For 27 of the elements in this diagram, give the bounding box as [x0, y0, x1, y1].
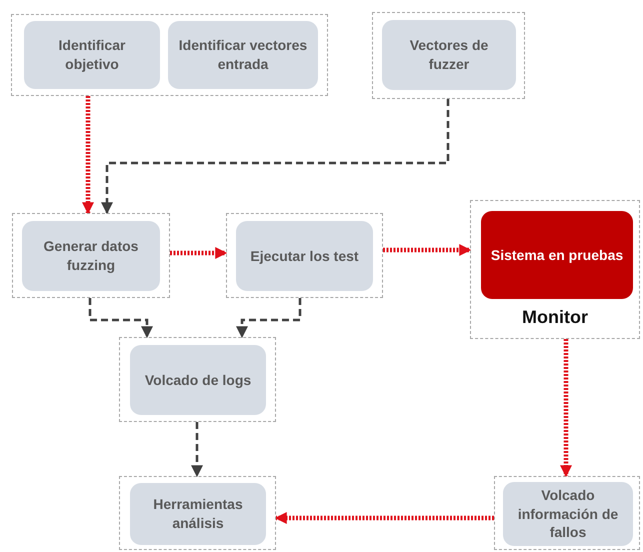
group-frame [119, 476, 276, 550]
process-box: Volcado de logs [130, 345, 266, 415]
process-box: Identificar objetivo [24, 21, 160, 89]
group-frame [226, 213, 383, 298]
arrow [170, 247, 228, 259]
process-box: Herramientas análisis [130, 483, 266, 545]
group-frame [11, 14, 328, 96]
process-box: Identificar vectores entrada [168, 21, 318, 89]
highlighted-process-box: Sistema en pruebas [481, 211, 633, 299]
process-box: Generar datos fuzzing [22, 221, 160, 291]
process-box: Vectores de fuzzer [382, 20, 516, 90]
arrow [560, 339, 572, 478]
arrow [236, 298, 302, 338]
arrow [383, 244, 472, 256]
arrow [274, 512, 494, 524]
process-box: Volcado información de fallos [503, 482, 633, 546]
group-frame [494, 476, 640, 550]
arrow [82, 96, 94, 214]
arrow [88, 298, 153, 338]
group-frame [470, 200, 640, 339]
group-frame [372, 12, 525, 99]
arrow [191, 422, 203, 478]
arrow [101, 99, 450, 214]
group-frame [119, 337, 276, 422]
group-frame [12, 213, 170, 298]
frame-heading: Monitor [521, 307, 589, 328]
process-box: Ejecutar los test [236, 221, 373, 291]
